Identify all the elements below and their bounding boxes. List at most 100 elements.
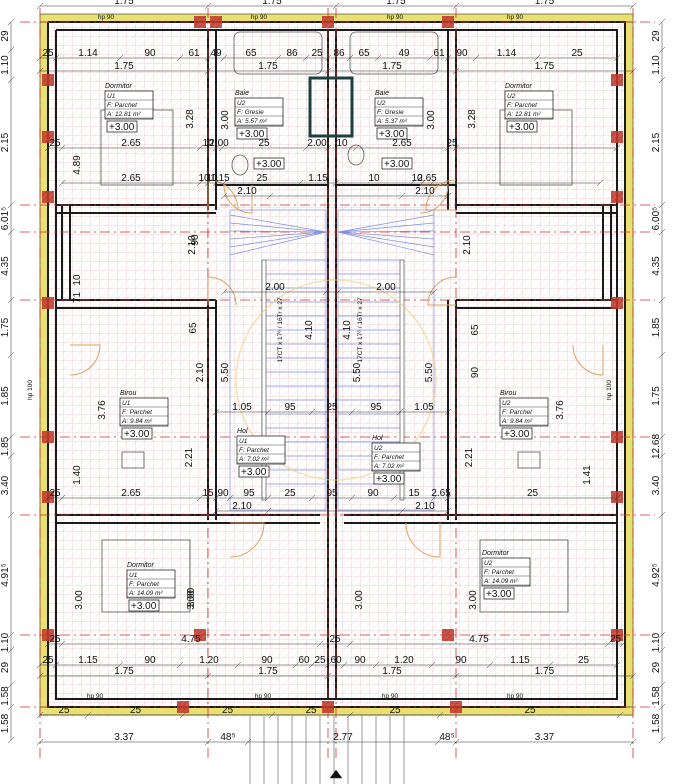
room-tag-line: U1 [107,93,116,100]
shaft [308,76,354,138]
dim-tick [204,2,212,10]
dim-bottom: 3.37 [535,732,555,743]
dim-row-k: 1.20 [199,655,219,666]
hp-label: hp 90 [387,14,404,21]
dim-tick [116,54,124,62]
stair-winder [337,231,435,256]
dim-interior: 4.10 [342,320,353,340]
dim-interior: 10 [72,274,83,286]
dim-tick [7,511,15,519]
room-level: +3.00 [109,122,135,133]
dim-tick [292,661,300,669]
dim-row-d: 25 [256,173,268,184]
dim-tick [212,507,220,515]
room-tag-line: F: Parchet [122,409,153,416]
dim-left: 1.58 [0,713,11,733]
dim-bottom: 3.37 [114,732,134,743]
fixtures [100,31,573,613]
dim-interior: 4.89 [72,155,83,175]
hp-label: hp 100 [27,380,34,400]
dim-tick [176,54,184,62]
dim-tick [348,494,356,502]
toilet [231,154,249,176]
room-level: +3.00 [379,129,405,140]
dim-tick [179,711,187,719]
room-tag-line: A: 5.57 m² [236,118,268,125]
bathtub [349,31,439,75]
hp-label: hp 100 [606,380,613,400]
room-tag-box [499,397,549,427]
dim-tick [7,201,15,209]
dim-tick [44,640,52,648]
dim-tick [398,507,406,515]
dim-tick [658,76,666,84]
level-extra: +3.00 [384,159,410,170]
room-tag-box [126,569,176,599]
dim-tick [658,228,666,236]
outer-wall-inner [55,29,618,700]
room-tag-line: A: 12.81 m² [106,111,141,118]
dim-row-i: 2.10 [415,501,435,512]
dim-row-d: 10 [368,173,380,184]
dim-tick [444,192,452,200]
level-box [501,427,533,440]
level-box [253,157,285,170]
column-hatch [42,191,54,203]
room-tag-line: U1 [122,400,131,407]
stair-label-right: 17CT x 17⁶ / 16Tr x 27 [357,297,364,363]
column-hatch [194,629,206,641]
dim-tick [58,144,66,152]
dim-tick [7,296,15,304]
dim-tick [36,661,44,669]
room-tag-line: U2 [507,93,516,100]
dim-left: 1.58 [0,686,11,706]
dim-left: 1.10 [0,55,11,75]
room-tag-box [234,97,284,127]
dim-row-e: 2.10 [415,186,435,197]
dim-interior: 3.00 [186,590,197,610]
door-swing [419,184,449,214]
room-tag-line: F: Gresie [377,109,404,116]
dim-tick [7,681,15,689]
dim-row-k: 25 [42,655,54,666]
dim-top-row: 1.75 [114,0,134,7]
dim-row-l: 1.75 [535,666,555,677]
dim-right: 1.75 [651,386,662,406]
axis-lines [20,8,655,760]
dim-tick [332,179,340,187]
dim-row-c: 2.65 [121,138,141,149]
dim-row-a: 90 [456,48,468,59]
dim-row-a: 25 [42,48,54,59]
bathtub [233,31,323,75]
dim-tick [452,738,460,746]
dim-row-m: 25 [58,705,70,716]
dim-tick [658,681,666,689]
dim-tick [346,54,354,62]
dim-tick [116,661,124,669]
dim-tick [452,67,460,75]
dim-row-l: 1.75 [382,666,402,677]
dim-tick [220,288,228,296]
room-tag-line: U1 [129,572,138,579]
dim-row-c: 2.00 [209,138,229,149]
room-tag-line: F: Parchet [507,102,538,109]
dim-tick [266,192,274,200]
dim-interior: 65 [188,322,199,334]
door-swing [229,522,265,558]
stair-winder [337,214,435,233]
dim-tick [346,640,354,648]
dim-left: 2.15 [0,132,11,152]
entrance-arrow [329,769,343,779]
dim-tick [7,228,15,236]
room-level: +3.00 [124,429,150,440]
dim-interior: 71 [72,292,83,304]
dim-tick [7,646,15,654]
column-hatch [322,16,334,28]
stair-winder [229,231,327,256]
dim-row-j: 25 [610,634,622,645]
column-hatch [42,431,54,443]
door-swing [69,344,101,376]
dim-row-i: 2.10 [232,501,252,512]
